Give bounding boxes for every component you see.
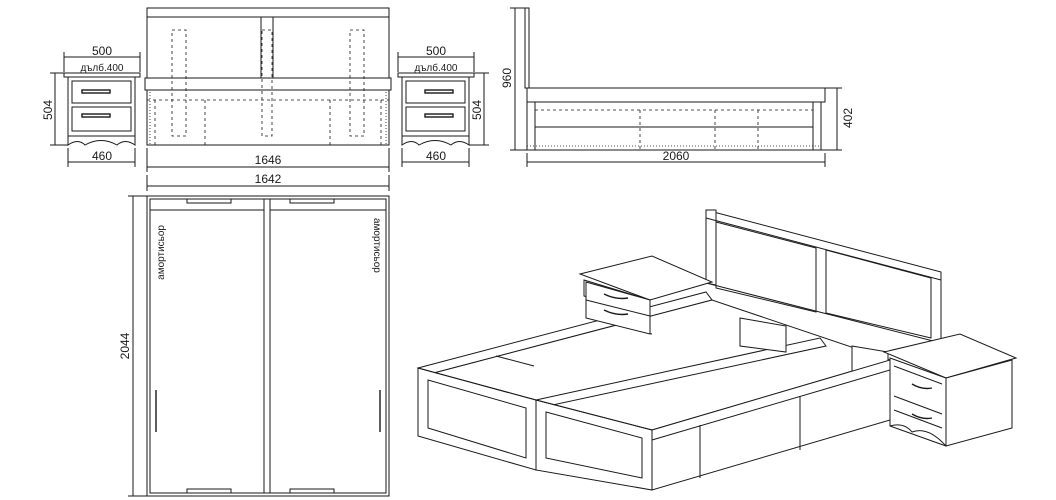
nightstand-left-depth-note: дълб.400	[81, 62, 124, 74]
nightstand-right-depth-note: дълб.400	[415, 62, 458, 74]
nightstand-left-width-top: 500	[92, 44, 112, 58]
isometric-nightstand-right	[882, 333, 1018, 447]
bed-side-length: 2060	[663, 149, 690, 163]
nightstand-left-height: 504	[41, 100, 55, 120]
bed-top-length: 2044	[118, 332, 132, 359]
top-view-left-label: амортисьор	[156, 225, 167, 280]
isometric-nightstand-left	[578, 255, 714, 335]
bed-side-view: 960 402 2060	[500, 7, 855, 167]
nightstand-right-height: 504	[470, 100, 484, 120]
nightstand-right-width-bottom: 460	[426, 149, 446, 163]
bed-front-outer-width: 1642	[255, 172, 282, 186]
bed-top-view: амортисьор амортисьор 2044	[118, 195, 390, 497]
bed-side-frame-height: 402	[841, 108, 855, 128]
bed-side-headboard-height: 960	[500, 68, 514, 88]
nightstand-front-view-left: 500 дълб.400 504 460	[41, 44, 141, 167]
bed-front-inner-width: 1646	[255, 153, 282, 167]
nightstand-right-width-top: 500	[426, 44, 446, 58]
nightstand-left-width-bottom: 460	[92, 149, 112, 163]
bed-front-view: 1646 1642	[144, 7, 392, 191]
isometric-bed-view	[416, 209, 942, 491]
top-view-right-label: амортисьор	[371, 218, 382, 273]
nightstand-front-view-right: 500 дълб.400 504 460	[397, 44, 489, 167]
